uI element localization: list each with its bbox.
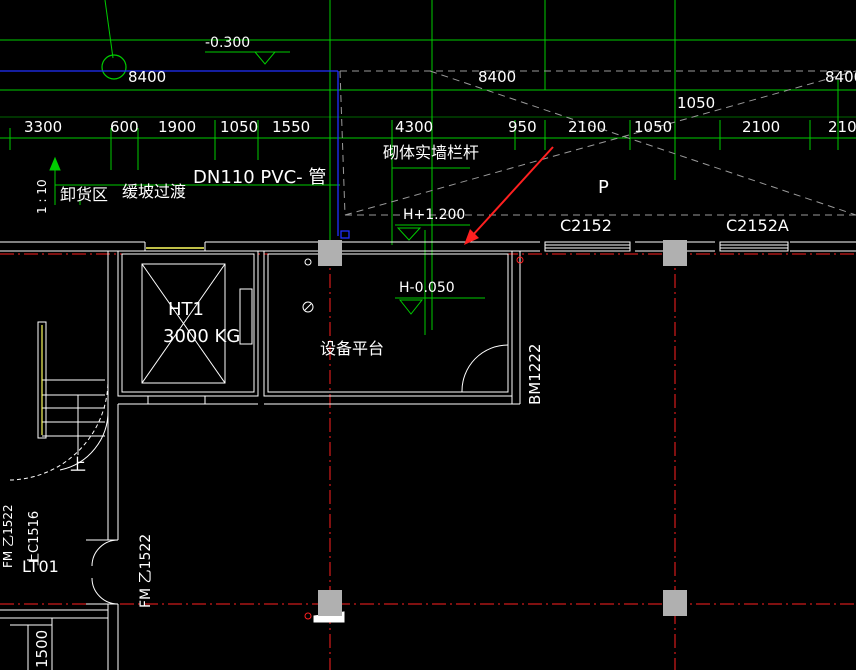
annotation-arrow-icon <box>464 146 554 245</box>
dim-600: 600 <box>110 118 139 136</box>
platform-elev: H-0.050 <box>399 280 455 296</box>
masonry-rail-label: 砌体实墙栏杆 <box>383 143 479 162</box>
columns <box>318 240 687 616</box>
dashed-outline <box>339 70 856 216</box>
stair-id: LT01 <box>22 557 59 576</box>
parking-label: P <box>598 177 609 198</box>
elevator-id: HT1 <box>168 299 204 320</box>
dim-4300: 4300 <box>395 118 433 136</box>
span-dim-1: 8400 <box>128 68 166 86</box>
dim-2100-a: 2100 <box>568 118 606 136</box>
slope-label: 1 : 10 <box>35 179 49 214</box>
blue-boundary <box>0 70 350 239</box>
slope-arrow-icon <box>49 156 61 205</box>
dim-950: 950 <box>508 118 537 136</box>
door-fm-top: FM 乙1522 <box>1 504 15 568</box>
small-red-circles <box>304 256 524 620</box>
dim-1550: 1550 <box>272 118 310 136</box>
span-dim-3: 8400 <box>825 68 856 86</box>
dim-1050-a: 1050 <box>220 118 258 136</box>
door-bm1222: BM1222 <box>526 344 544 405</box>
dim-1050-b: 1050 <box>634 118 672 136</box>
windows <box>544 241 789 252</box>
window-c2152a: C2152A <box>726 216 789 235</box>
elev-top: -0.300 <box>205 35 250 51</box>
dim-1500: 1500 <box>33 630 51 668</box>
small-circles <box>302 258 314 313</box>
dim-2100-b: 2100 <box>742 118 780 136</box>
platform-label: 设备平台 <box>320 339 384 358</box>
unloading-label: 卸货区 <box>60 185 108 204</box>
elevation-markers <box>253 51 424 315</box>
door-fm: FM 乙1522 <box>138 534 154 608</box>
window-c2152: C2152 <box>560 216 612 235</box>
ramp-label: 缓坡过渡 <box>122 182 186 201</box>
walls <box>0 241 856 670</box>
pipe-label: DN110 PVC- 管 <box>193 167 326 188</box>
window-c1516: 上C1516 <box>27 511 42 566</box>
dim-3300: 3300 <box>24 118 62 136</box>
axis-lines <box>0 250 856 670</box>
dimension-grid <box>0 0 856 335</box>
elevator-load: 3000 KG <box>163 326 240 347</box>
dim-small: 1050 <box>677 94 715 112</box>
rail-elev: H+1.200 <box>403 207 465 223</box>
stair-up-label: 上 <box>70 455 86 474</box>
axis-bubble <box>101 54 127 80</box>
dim-1900: 1900 <box>158 118 196 136</box>
span-dim-2: 8400 <box>478 68 516 86</box>
dim-210: 210 <box>828 118 856 136</box>
